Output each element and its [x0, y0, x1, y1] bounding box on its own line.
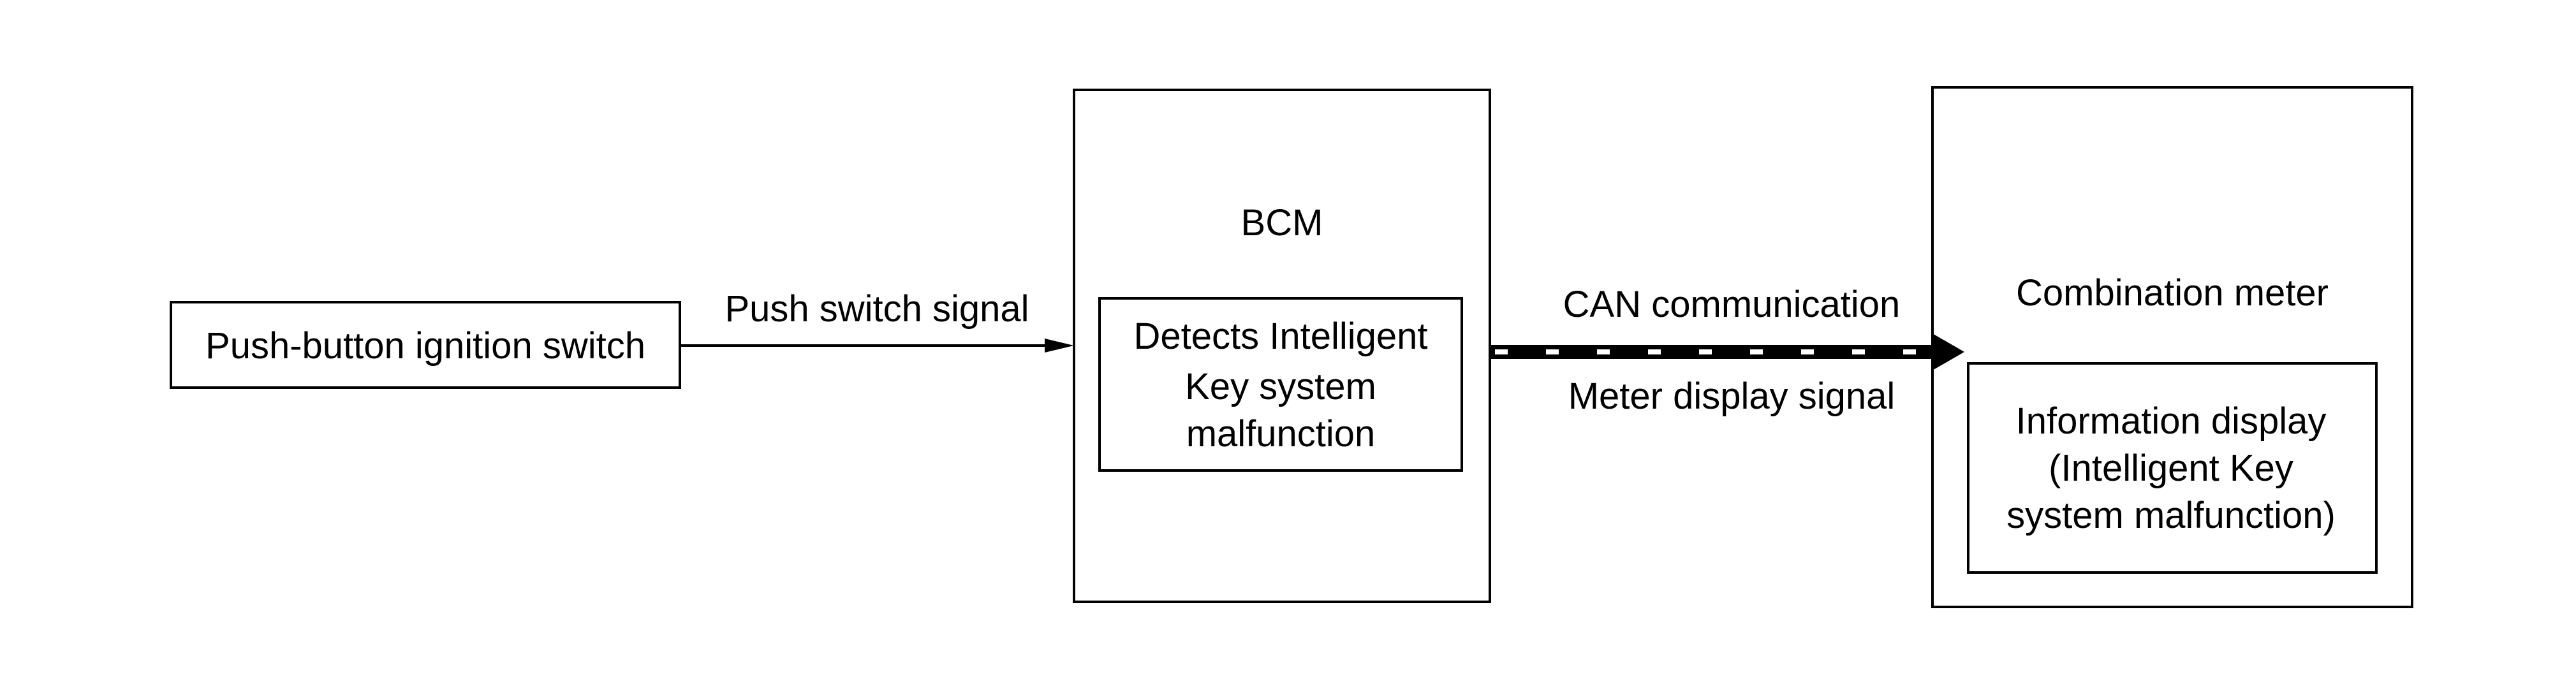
bcm-function-box — [1098, 297, 1463, 472]
push-switch-signal-arrowhead — [1045, 339, 1074, 353]
information-display-box — [1967, 362, 2378, 574]
combination-meter-title: Combination meter — [2016, 272, 2329, 314]
bcm-title: BCM — [1241, 202, 1323, 244]
meter-display-signal-label: Meter display signal — [1568, 376, 1895, 417]
bcm-function-line-1: Detects Intelligent — [1133, 316, 1427, 357]
information-display-line-2: (Intelligent Key — [2049, 448, 2293, 489]
information-display-line-1: Information display — [2016, 400, 2327, 442]
push-switch-signal-label: Push switch signal — [725, 288, 1029, 330]
push-switch-signal-edge: Push switch signal — [680, 288, 1074, 353]
bcm-function-line-3: malfunction — [1186, 413, 1376, 455]
information-display-line-3: system malfunction) — [2006, 495, 2336, 536]
can-arrowhead — [1931, 333, 1964, 371]
ignition-switch-label: Push-button ignition switch — [205, 325, 645, 367]
can-communication-edge: CAN communication Meter display signal — [1490, 284, 1964, 417]
can-communication-label: CAN communication — [1563, 284, 1901, 325]
bcm-node: BCM Detects Intelligent Key system malfu… — [1073, 89, 1491, 603]
combination-meter-box — [1931, 86, 2413, 608]
bcm-function-line-2: Key system — [1185, 366, 1376, 407]
ignition-switch-node: Push-button ignition switch — [170, 301, 681, 389]
combination-meter-node: Combination meter Information display (I… — [1931, 86, 2413, 608]
